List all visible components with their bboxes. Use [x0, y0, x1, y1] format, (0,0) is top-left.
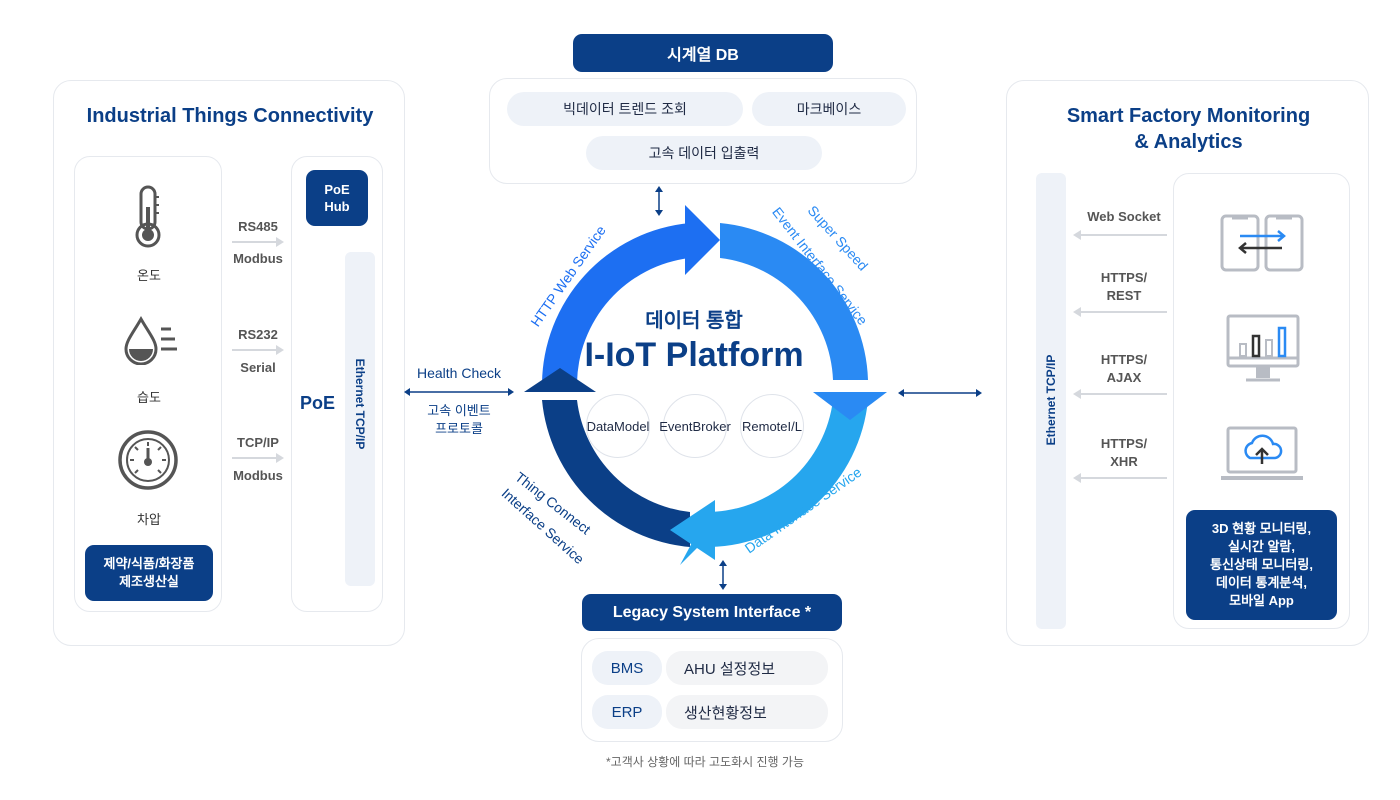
features-box: 3D 현황 모니터링, 실시간 알람, 통신상태 모니터링, 데이터 통계분석,…: [1186, 510, 1337, 620]
db-link-arrow: [655, 186, 663, 216]
arrow-right-icon: [232, 345, 284, 355]
db-pill-fastio: 고속 데이터 입출력: [586, 136, 822, 170]
legacy-value-bms: AHU 설정정보: [666, 651, 828, 685]
channel-websocket: Web Socket: [1087, 209, 1161, 224]
db-pill-bigdata: 빅데이터 트렌드 조회: [507, 92, 743, 126]
protocol-rs485: RS485: [238, 219, 278, 234]
client-column: 3D 현황 모니터링, 실시간 알람, 통신상태 모니터링, 데이터 통계분석,…: [1173, 173, 1350, 629]
smart-factory-panel: Smart Factory Monitoring & Analytics Eth…: [1006, 80, 1369, 646]
right-link-arrow: [898, 389, 982, 397]
poe-hub-box: PoE Hub: [306, 170, 368, 226]
legacy-panel: BMS AHU 설정정보 ERP 생산현황정보: [581, 638, 843, 742]
humidity-icon: [124, 315, 177, 365]
sensor-label-humidity: 습도: [137, 390, 161, 405]
arrow-right-icon: [232, 453, 284, 463]
platform-ring: [524, 205, 887, 565]
features-label: 3D 현황 모니터링, 실시간 알람, 통신상태 모니터링, 데이터 통계분석,…: [1210, 521, 1313, 608]
sensor-column: 온도 습도 차압: [74, 156, 222, 612]
legacy-title: Legacy System Interface *: [582, 594, 842, 631]
protocol-tcpip: TCP/IP: [237, 435, 279, 450]
poe-column: PoE Hub PoE Ethernet TCP/IP: [291, 156, 383, 612]
ethernet-bar-left: [345, 252, 375, 586]
protocol-rs232: RS232: [238, 327, 278, 342]
ethernet-label-left: Ethernet TCP/IP: [353, 358, 367, 450]
poe-label: PoE: [300, 393, 336, 413]
industrial-connectivity-panel: Industrial Things Connectivity 온도 습도: [53, 80, 405, 646]
platform-title: I-IoT Platform: [584, 336, 804, 374]
legacy-value-erp: 생산현황정보: [666, 695, 828, 729]
arrow-left-icon: [1073, 389, 1167, 399]
sensor-label-temp: 온도: [137, 268, 161, 283]
site-label-box: 제약/식품/화장품 제조생산실: [85, 545, 213, 601]
arrow-left-icon: [1073, 230, 1167, 240]
platform-subtitle: 데이터 통합: [645, 310, 743, 332]
protocol-modbus-1: Modbus: [233, 251, 283, 266]
mobile-sync-icon: [1220, 214, 1304, 272]
health-check-sub: 고속 이벤트 프로토콜: [427, 403, 491, 436]
channel-xhr: HTTPS/ XHR: [1100, 436, 1148, 469]
legacy-footnote: *고객사 상황에 따라 고도화시 진행 가능: [606, 755, 804, 769]
left-panel-title: Industrial Things Connectivity: [86, 105, 374, 127]
arrow-right-icon: [232, 237, 284, 247]
health-check-arrow: [404, 388, 514, 396]
site-label: 제약/식품/화장품 제조생산실: [103, 556, 195, 589]
timeseries-db-panel: 빅데이터 트렌드 조회 마크베이스 고속 데이터 입출력: [489, 78, 917, 184]
legacy-tag-erp: ERP: [592, 695, 662, 729]
arrow-left-icon: [1073, 473, 1167, 483]
monitor-chart-icon: [1226, 314, 1300, 382]
right-panel-title-1: Smart Factory Monitoring: [1066, 105, 1311, 127]
poe-hub-label: PoE Hub: [324, 182, 350, 214]
gauge-icon: [118, 430, 178, 490]
right-panel-title-2: & Analytics: [1134, 131, 1243, 153]
ethernet-label-right: Ethernet TCP/IP: [1044, 354, 1058, 446]
channel-ajax: HTTPS/ AJAX: [1100, 352, 1148, 385]
timeseries-db-title: 시계열 DB: [573, 34, 833, 72]
thermometer-icon: [135, 185, 161, 248]
channel-rest: HTTPS/ REST: [1100, 270, 1148, 303]
legacy-link-arrow: [719, 560, 727, 590]
laptop-cloud-icon: [1221, 426, 1303, 480]
ethernet-bar-right: [1036, 173, 1066, 629]
db-pill-machbase: 마크베이스: [752, 92, 906, 126]
protocol-modbus-2: Modbus: [233, 468, 283, 483]
protocol-serial: Serial: [240, 360, 276, 375]
health-check-label: Health Check: [416, 365, 502, 381]
sensor-label-pressure: 차압: [137, 512, 161, 527]
legacy-tag-bms: BMS: [592, 651, 662, 685]
arrow-left-icon: [1073, 307, 1167, 317]
